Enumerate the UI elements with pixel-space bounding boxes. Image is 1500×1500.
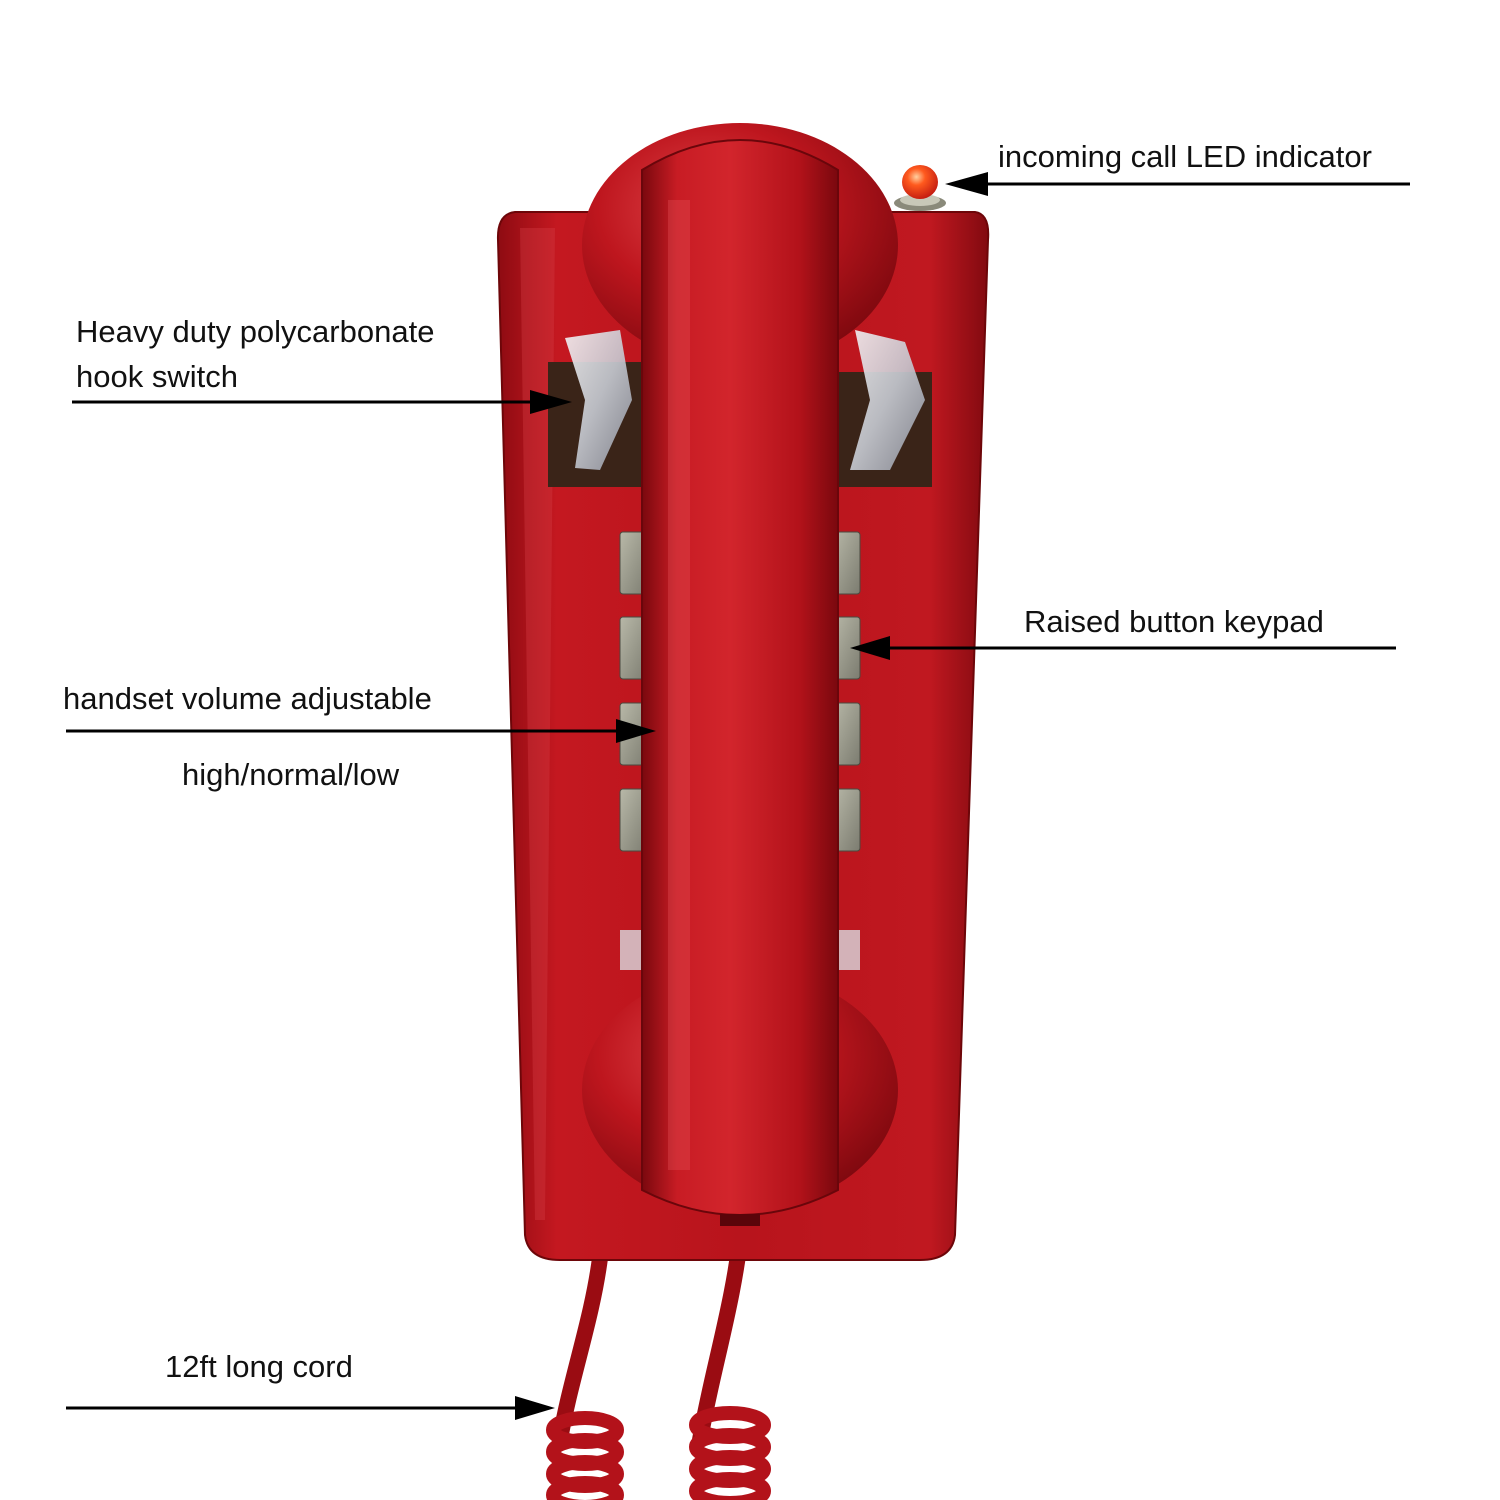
led-indicator-label: incoming call LED indicator bbox=[998, 139, 1372, 174]
annotation-arrows bbox=[66, 172, 1410, 1420]
hook-switch-label-line2: hook switch bbox=[76, 359, 238, 394]
volume-label-line2: high/normal/low bbox=[182, 757, 400, 792]
hook-switch bbox=[548, 330, 932, 487]
hook-switch-label-line1: Heavy duty polycarbonate bbox=[76, 314, 435, 349]
cord-label: 12ft long cord bbox=[165, 1349, 353, 1384]
coiled-cord bbox=[546, 1214, 771, 1500]
incoming-call-led bbox=[894, 165, 946, 211]
keypad-label: Raised button keypad bbox=[1024, 604, 1324, 639]
handset bbox=[582, 123, 898, 1226]
volume-label-line1: handset volume adjustable bbox=[63, 681, 432, 716]
